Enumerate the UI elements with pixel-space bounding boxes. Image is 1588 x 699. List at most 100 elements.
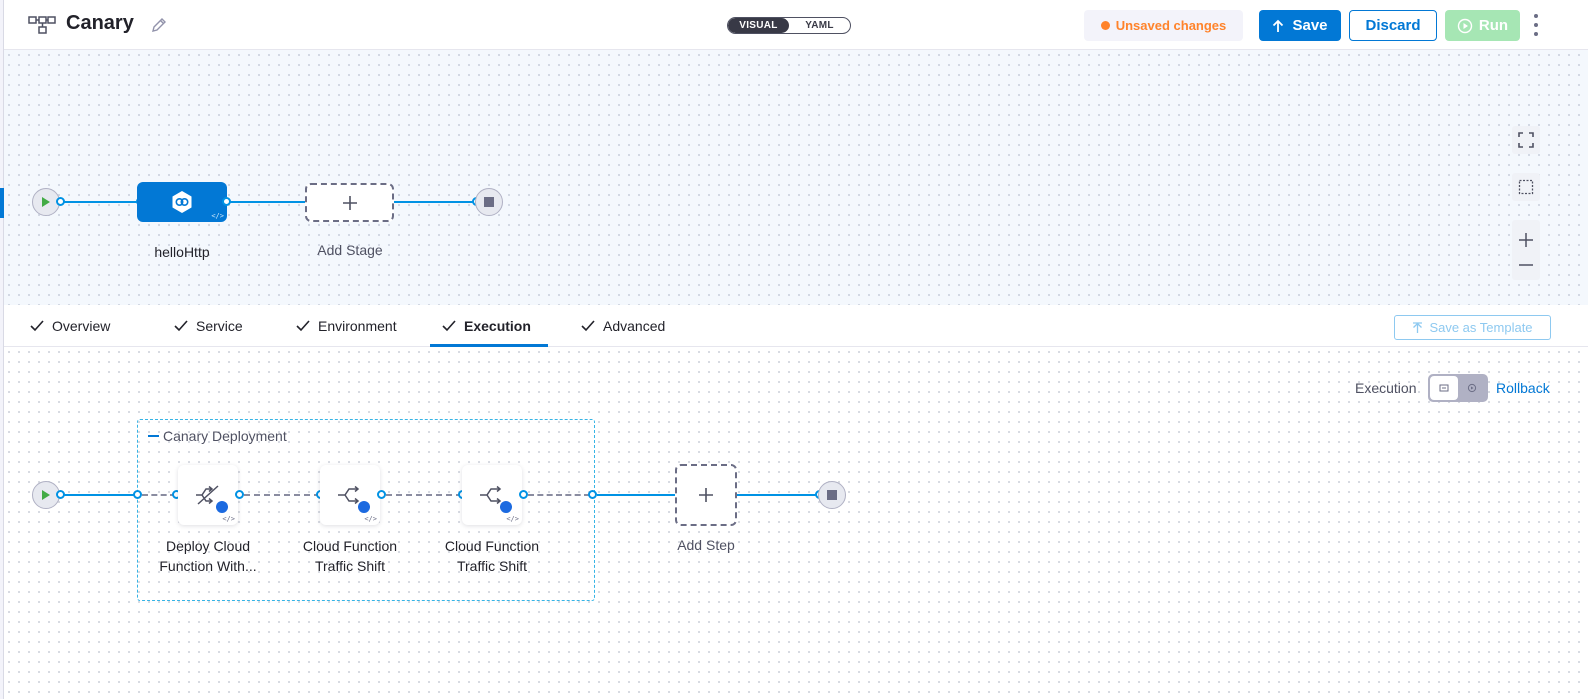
stage-label: helloHttp — [154, 244, 210, 260]
step-connector — [386, 494, 462, 496]
code-icon: </> — [364, 515, 377, 523]
cloud-function-badge-icon — [216, 501, 228, 513]
pipeline-icon — [28, 16, 56, 34]
check-icon — [296, 320, 310, 332]
save-as-template-button[interactable]: Save as Template — [1394, 315, 1551, 340]
check-icon — [174, 320, 188, 332]
execution-view-icon[interactable] — [1430, 376, 1458, 400]
unsaved-changes-badge[interactable]: Unsaved changes — [1084, 10, 1243, 41]
tab-execution[interactable]: Execution — [442, 305, 531, 347]
step-label: Cloud Function Traffic Shift — [432, 536, 552, 576]
traffic-shift-icon — [480, 485, 502, 505]
step-group-canary-deployment[interactable] — [137, 419, 595, 601]
left-rail — [0, 0, 4, 699]
unsaved-changes-text: Unsaved changes — [1115, 18, 1227, 33]
connector-port — [588, 490, 597, 499]
connector-port — [56, 490, 65, 499]
discard-button[interactable]: Discard — [1349, 10, 1437, 41]
execution-toggle-label: Execution — [1355, 380, 1417, 396]
step-group-title: Canary Deployment — [163, 428, 287, 444]
pipeline-title: Canary — [66, 12, 134, 34]
yaml-toggle-option[interactable]: YAML — [805, 20, 834, 31]
connector-port — [56, 197, 65, 206]
step-label-line: Traffic Shift — [314, 558, 386, 574]
cloud-function-stage-icon — [172, 191, 192, 213]
stage-connector — [394, 201, 474, 203]
step-label-line: Function With... — [159, 558, 257, 574]
rollback-label[interactable]: Rollback — [1496, 380, 1550, 396]
connector-port — [377, 490, 386, 499]
step-connector — [244, 494, 320, 496]
step-connector — [737, 494, 817, 496]
step-connector — [60, 494, 138, 496]
stage-connector — [60, 201, 140, 203]
step-label-line: Deploy Cloud — [165, 538, 251, 554]
cloud-function-badge-icon — [358, 501, 370, 513]
save-button[interactable]: Save — [1259, 10, 1341, 41]
tab-label: Overview — [52, 318, 111, 334]
stage-connector — [229, 201, 307, 203]
rollback-view-icon[interactable] — [1458, 376, 1486, 400]
run-button[interactable]: Run — [1445, 10, 1520, 41]
stop-icon — [827, 490, 837, 500]
step-connector — [142, 494, 176, 496]
tab-advanced[interactable]: Advanced — [581, 305, 665, 347]
pipeline-header: Canary VISUAL YAML Unsaved changes Save … — [4, 0, 1588, 50]
zoom-controls — [1512, 220, 1540, 280]
visual-toggle-option[interactable]: VISUAL — [728, 18, 789, 33]
save-as-template-label: Save as Template — [1429, 320, 1533, 335]
execution-rollback-toggle[interactable] — [1428, 374, 1488, 402]
stop-icon — [484, 197, 494, 207]
run-button-label: Run — [1478, 17, 1509, 34]
stage-canvas[interactable] — [4, 50, 1588, 305]
step-label-line: Traffic Shift — [456, 558, 528, 574]
check-icon — [30, 320, 44, 332]
warning-dot-icon — [1100, 21, 1110, 30]
step-label: Cloud Function Traffic Shift — [290, 536, 410, 576]
collapse-icon[interactable] — [148, 435, 159, 437]
step-connector — [597, 494, 675, 496]
cloud-function-badge-icon — [500, 501, 512, 513]
execution-end-node — [818, 481, 846, 509]
execution-canvas[interactable] — [4, 347, 1588, 699]
play-icon — [42, 490, 50, 500]
pipeline-end-node — [475, 188, 503, 216]
visual-yaml-toggle[interactable]: VISUAL YAML — [727, 17, 851, 34]
tab-label: Advanced — [603, 318, 666, 334]
expand-icon[interactable] — [1512, 126, 1540, 154]
upload-arrow-icon — [1273, 19, 1284, 32]
left-rail-marker — [0, 188, 4, 218]
check-icon — [581, 320, 595, 332]
more-options-icon[interactable] — [1531, 14, 1541, 36]
connector-port — [133, 490, 142, 499]
code-icon: </> — [222, 515, 235, 523]
step-group-header[interactable]: Canary Deployment — [148, 428, 287, 444]
active-tab-indicator — [430, 344, 548, 347]
add-stage-label: Add Stage — [317, 242, 383, 258]
plus-icon — [699, 488, 713, 502]
add-stage-button[interactable] — [305, 183, 394, 222]
step-label-line: Cloud Function — [302, 538, 398, 554]
tab-service[interactable]: Service — [174, 305, 243, 347]
code-icon: </> — [211, 212, 224, 220]
step-node-traffic-shift-1[interactable]: </> — [320, 465, 380, 525]
plus-icon — [342, 195, 357, 210]
tab-overview[interactable]: Overview — [30, 305, 110, 347]
zoom-out-icon[interactable] — [1519, 263, 1533, 267]
tab-environment[interactable]: Environment — [296, 305, 397, 347]
tab-label: Service — [196, 318, 243, 334]
connector-port — [235, 490, 244, 499]
step-label-line: Cloud Function — [444, 538, 540, 554]
add-step-label: Add Step — [677, 537, 735, 553]
add-step-button[interactable] — [675, 464, 737, 526]
step-node-traffic-shift-2[interactable]: </> — [462, 465, 522, 525]
tab-label: Environment — [318, 318, 397, 334]
pencil-icon[interactable] — [150, 16, 168, 34]
stage-node-hellohttp[interactable]: </> — [137, 182, 227, 222]
upload-arrow-icon — [1413, 321, 1423, 333]
zoom-in-icon[interactable] — [1519, 233, 1533, 247]
step-node-deploy-cloud-function[interactable]: </> — [178, 465, 238, 525]
pipeline-start-node — [32, 188, 60, 216]
select-area-icon[interactable] — [1512, 173, 1540, 201]
stage-tabs: Overview Service Environment Execution A… — [4, 305, 1588, 347]
